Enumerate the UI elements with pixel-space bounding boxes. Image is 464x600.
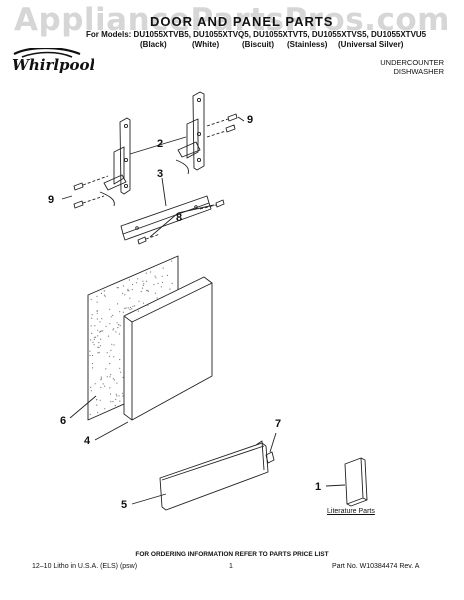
left-hinge-bracket [99, 117, 131, 207]
model-list: For Models: DU1055XTVB5, DU1055XTVQ5, DU… [86, 30, 427, 39]
callout-2: 2 [157, 138, 163, 150]
color-stainless: (Stainless) [287, 40, 328, 49]
screws-right [206, 113, 238, 138]
outer-door-panel [123, 276, 213, 421]
callout-9-right: 9 [247, 114, 253, 126]
color-black: (Black) [140, 40, 167, 49]
right-hinge-bracket [175, 91, 205, 175]
leader-2-left [129, 142, 167, 155]
leader-3 [161, 177, 167, 207]
literature-parts-label: Literature Parts [327, 508, 375, 515]
callout-3: 3 [157, 168, 163, 180]
page-title: DOOR AND PANEL PARTS [150, 14, 334, 29]
leader-6 [69, 395, 97, 419]
leader-8-left [149, 212, 179, 238]
product-type-line1: UNDERCOUNTER [380, 58, 444, 67]
callout-4: 4 [84, 435, 91, 447]
color-biscuit: (Biscuit) [242, 40, 274, 49]
callout-8: 8 [176, 212, 182, 224]
callout-9-left: 9 [48, 194, 54, 206]
page-number: 1 [229, 563, 233, 570]
watermark: AppliancePartsPros.com [14, 2, 450, 38]
access-panel [159, 440, 269, 511]
leader-9-right [237, 116, 245, 122]
whirlpool-logo-text: Whirlpool [12, 56, 94, 74]
ordering-info: FOR ORDERING INFORMATION REFER TO PARTS … [135, 551, 329, 558]
callout-6: 6 [60, 415, 66, 427]
leader-8-right [177, 204, 215, 214]
callout-7: 7 [275, 418, 281, 430]
print-info: 12–10 Litho in U.S.A. (ELS) (psw) [32, 563, 138, 570]
literature-parts [344, 457, 368, 507]
insulation-texture [89, 260, 173, 415]
color-universal-silver: (Universal Silver) [338, 40, 404, 49]
leader-9-left [61, 195, 73, 200]
part-number: Part No. W10384474 Rev. A [332, 563, 420, 570]
color-white: (White) [192, 40, 220, 49]
screws-left [73, 175, 109, 209]
leader-5 [131, 493, 167, 505]
leader-4 [94, 421, 129, 441]
callout-1: 1 [315, 481, 321, 493]
access-panel-screw [265, 432, 277, 464]
whirlpool-logo: Whirlpool [12, 48, 94, 74]
screws-rail [137, 199, 225, 245]
product-type-line2: DISHWASHER [393, 67, 444, 76]
callout-5: 5 [121, 499, 127, 511]
product-type: UNDERCOUNTER DISHWASHER [380, 58, 444, 76]
leader-2-right [165, 136, 187, 144]
leader-1 [325, 484, 346, 487]
rail-bracket [120, 195, 212, 241]
